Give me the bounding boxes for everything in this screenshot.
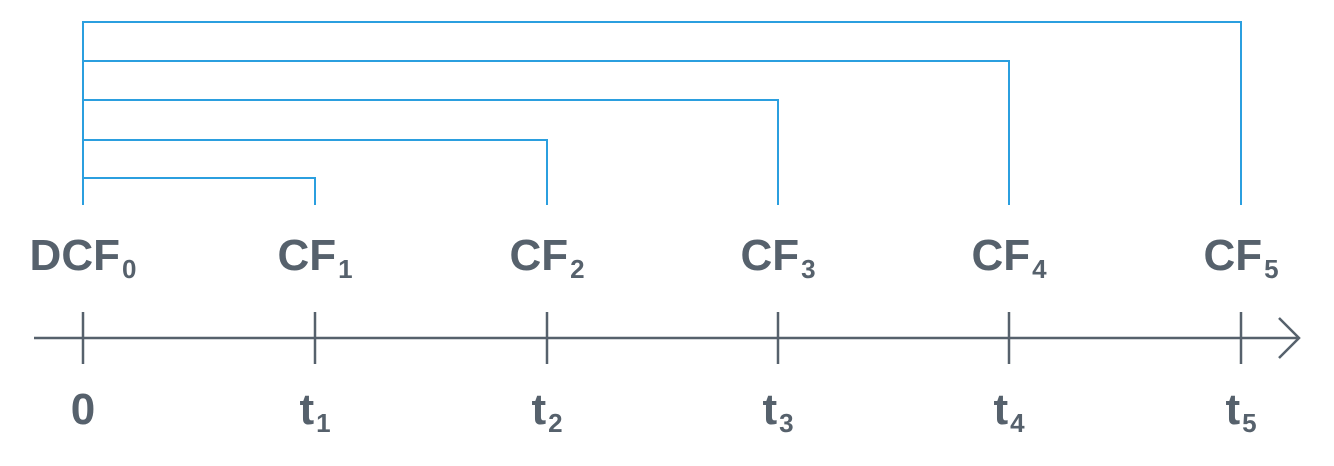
time-label-5: t5: [1225, 385, 1256, 438]
time-label-4-subscript: 4: [1010, 408, 1025, 438]
time-label-3: t3: [762, 385, 793, 438]
cash-flow-label-0: DCF0: [30, 231, 137, 284]
time-label-2: t2: [531, 385, 562, 438]
cash-flow-label-0-main: DCF: [30, 231, 120, 280]
time-axis: [34, 317, 1301, 359]
time-label-1: t1: [299, 385, 330, 438]
time-ticks: [81, 312, 1243, 364]
time-label-2-main: t: [531, 385, 546, 434]
cash-flow-label-2: CF2: [509, 231, 584, 284]
cash-flow-label-3: CF3: [740, 231, 815, 284]
cash-flow-label-0-subscript: 0: [122, 254, 136, 284]
cash-flow-label-5: CF5: [1203, 231, 1278, 284]
cash-flow-label-1-subscript: 1: [338, 254, 352, 284]
cash-flow-label-4: CF4: [971, 231, 1047, 284]
discount-bracket-3: [82, 99, 779, 205]
cash-flow-label-1: CF1: [277, 231, 352, 284]
time-label-1-subscript: 1: [316, 408, 330, 438]
cash-flow-label-5-main: CF: [1203, 231, 1262, 280]
time-axis-arrow-icon: [1278, 317, 1301, 359]
cash-flow-label-2-subscript: 2: [570, 254, 584, 284]
cash-flow-label-4-main: CF: [971, 231, 1030, 280]
time-label-4-main: t: [993, 385, 1008, 434]
time-label-2-subscript: 2: [548, 408, 562, 438]
discount-brackets: [82, 21, 1242, 205]
cash-flow-label-3-main: CF: [740, 231, 799, 280]
time-label-3-main: t: [762, 385, 777, 434]
cash-flow-label-2-main: CF: [509, 231, 568, 280]
time-label-0: 0: [71, 385, 95, 434]
time-label-5-subscript: 5: [1242, 408, 1256, 438]
time-label-4: t4: [993, 385, 1025, 438]
discount-bracket-5: [82, 21, 1242, 205]
time-label-5-main: t: [1225, 385, 1240, 434]
time-label-0-main: 0: [71, 385, 95, 434]
cash-flow-label-4-subscript: 4: [1032, 254, 1047, 284]
cash-flow-label-3-subscript: 3: [801, 254, 815, 284]
discount-bracket-1: [82, 177, 316, 205]
cash-flow-label-1-main: CF: [277, 231, 336, 280]
time-label-3-subscript: 3: [779, 408, 793, 438]
cash-flow-label-5-subscript: 5: [1264, 254, 1278, 284]
time-label-1-main: t: [299, 385, 314, 434]
